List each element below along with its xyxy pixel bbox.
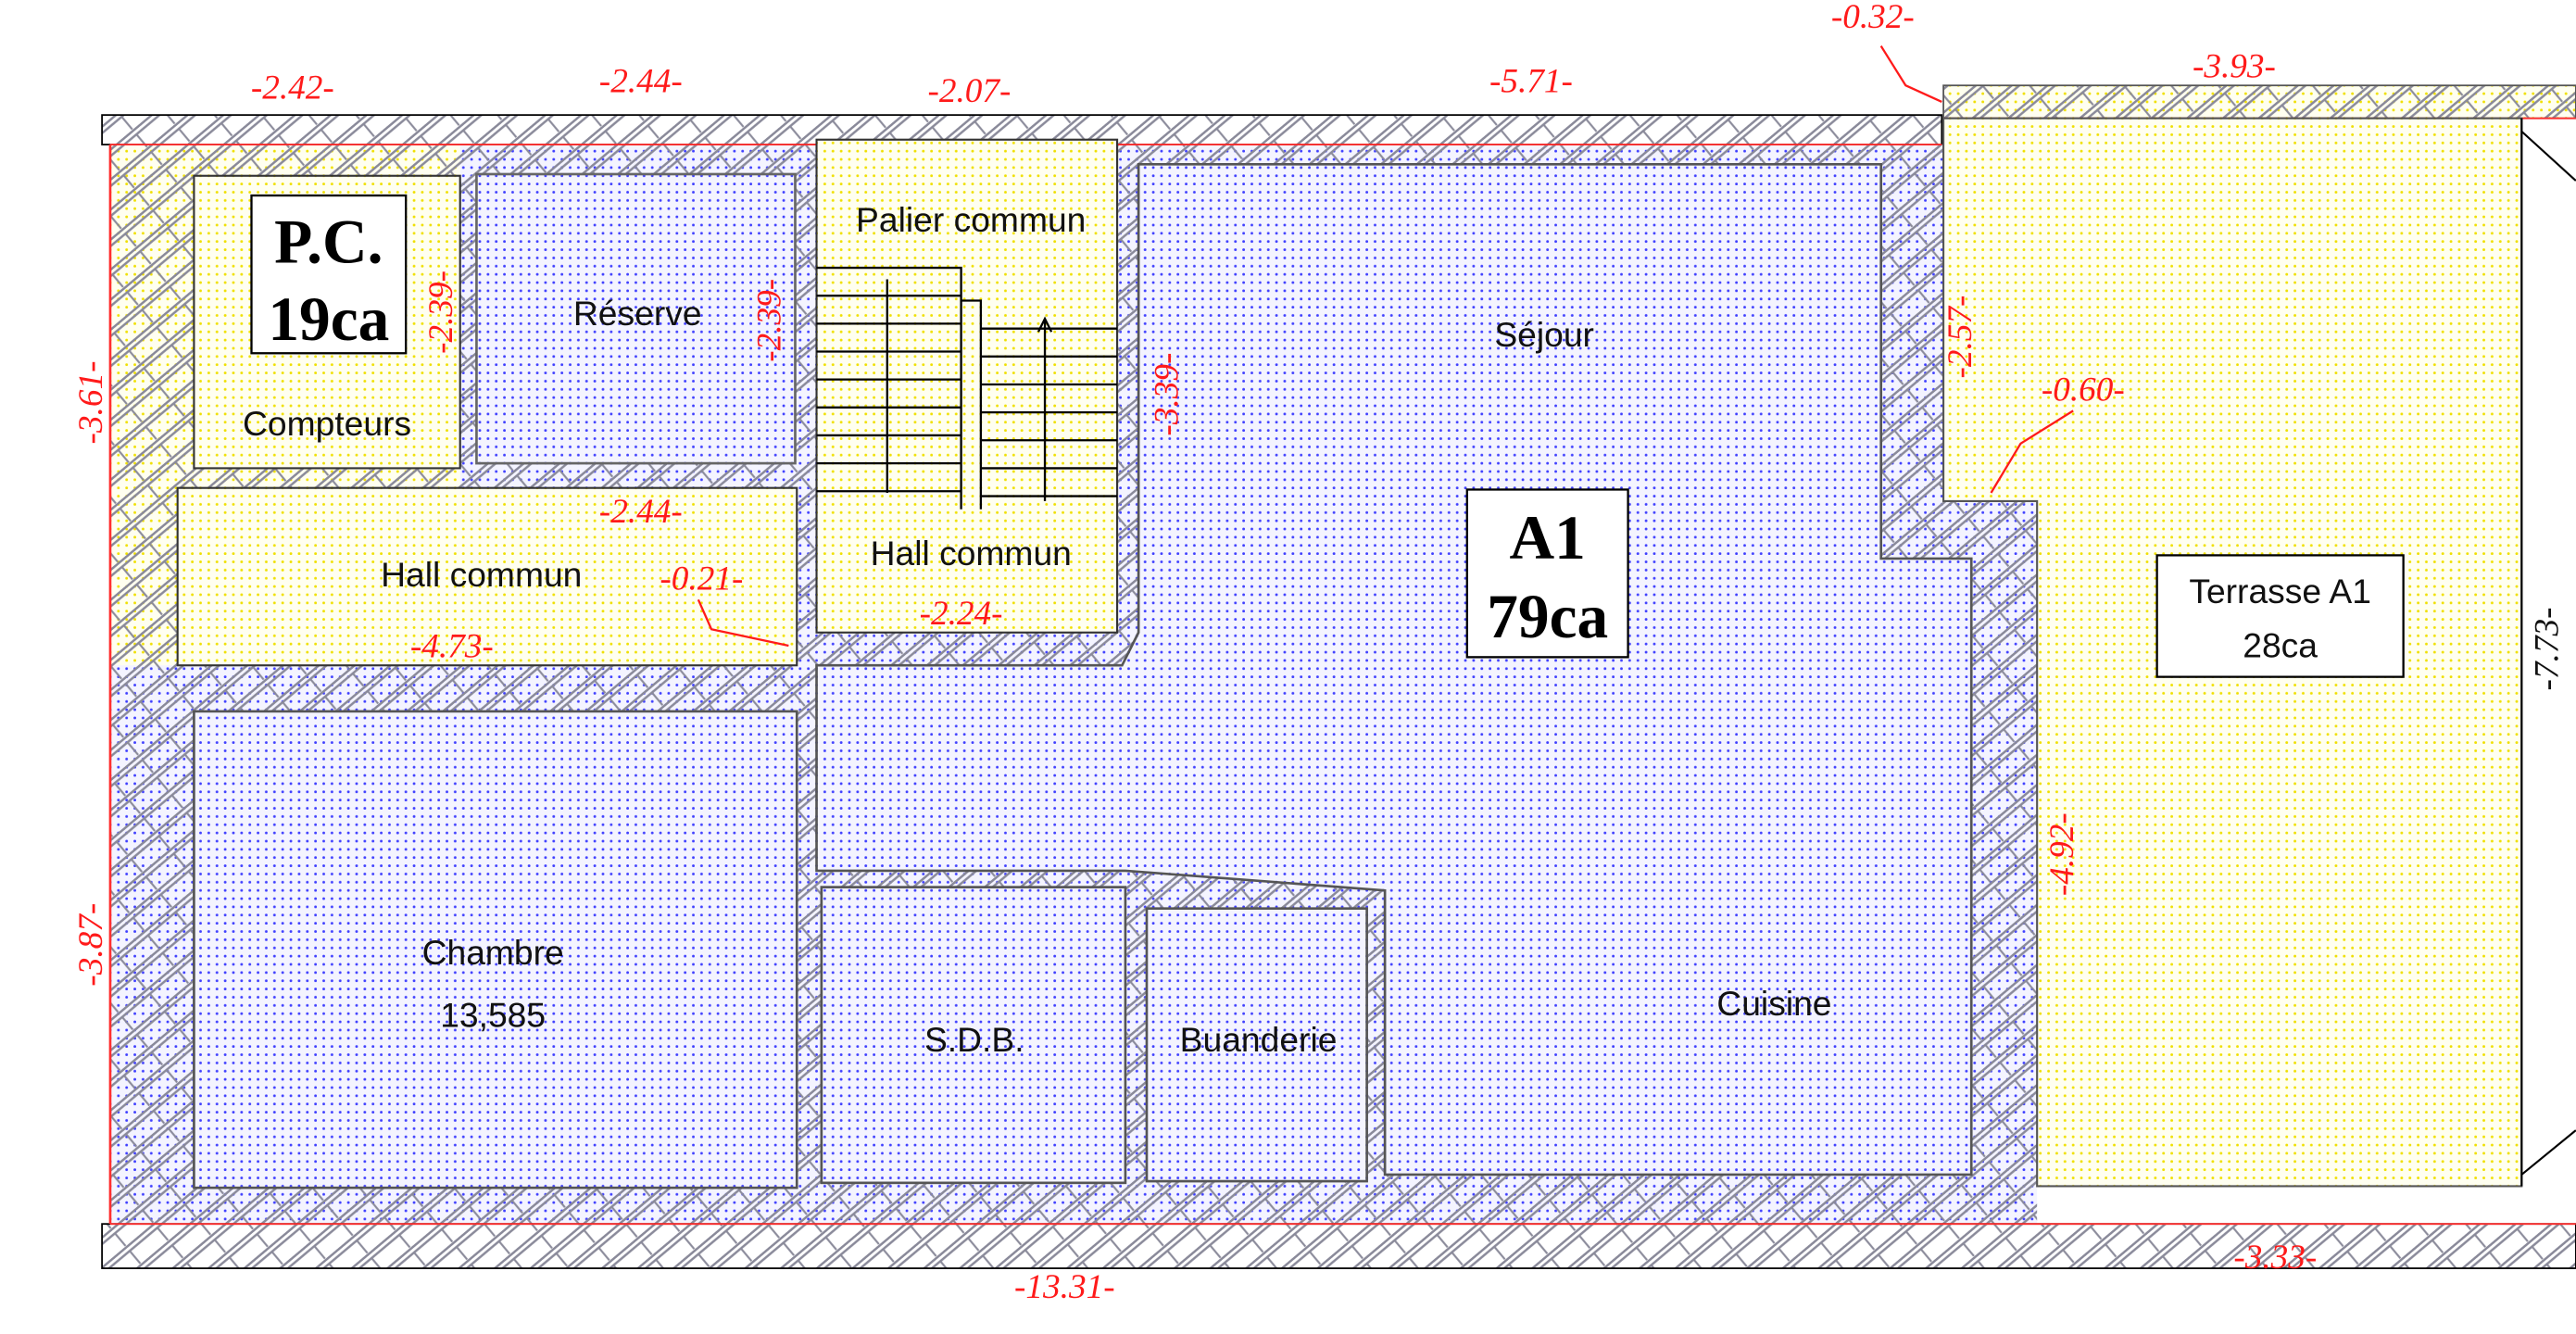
label-buanderie: Buanderie — [1180, 1020, 1338, 1059]
room-sejour-cuisine — [815, 163, 1973, 1177]
label-chambre-area: 13,585 — [440, 995, 546, 1034]
dim-top-2: -2.44- — [599, 62, 683, 100]
dim-hall-offset: -0.21- — [660, 560, 743, 598]
dim-bottom-1: -13.31- — [1014, 1268, 1115, 1306]
pc-label-box — [250, 194, 408, 355]
dim-bottom-2: -3.33- — [2233, 1239, 2317, 1277]
label-compteurs: Compteurs — [243, 404, 411, 443]
top-offset-arrow — [1879, 45, 1942, 104]
label-terrasse-area: 28ca — [2243, 625, 2318, 664]
label-hall-commun-right: Hall commun — [871, 534, 1072, 573]
dim-hall-width: -4.73- — [410, 627, 494, 665]
a1-title: A1 — [1510, 503, 1586, 573]
terrace-edge — [2520, 118, 2576, 1187]
dim-top-3: -2.07- — [927, 72, 1011, 110]
room-sdb — [820, 886, 1127, 1185]
label-palier-commun: Palier commun — [856, 200, 1086, 239]
dim-reserve-height: -2.39- — [751, 279, 789, 362]
dim-sejour-height: -2.57- — [1941, 296, 1979, 379]
label-chambre: Chambre — [422, 933, 564, 972]
dim-cuisine-height: -4.92- — [2043, 812, 2081, 896]
dim-top-4: -5.71- — [1489, 62, 1573, 100]
dim-top-6: -3.93- — [2193, 47, 2276, 85]
staircase — [816, 266, 1118, 510]
label-sejour: Séjour — [1494, 315, 1594, 354]
dim-pc-height: -2.39- — [422, 271, 460, 354]
a1-area: 79ca — [1487, 582, 1608, 651]
dim-stair-height: -3.39- — [1149, 353, 1187, 436]
room-hall-commun-left — [176, 486, 798, 667]
dimensions: -2.42- -2.44- -2.07- -5.71- -0.32- -3.93… — [72, 0, 2566, 1306]
label-terrasse: Terrasse A1 — [2189, 572, 2371, 610]
label-sdb: S.D.B. — [924, 1020, 1024, 1059]
room-buanderie — [1145, 907, 1368, 1183]
label-hall-commun-left: Hall commun — [381, 555, 582, 594]
step-arrow — [1990, 409, 2074, 494]
dim-step: -0.60- — [2042, 371, 2125, 409]
dim-left-2: -3.87- — [72, 903, 110, 987]
label-cuisine: Cuisine — [1716, 984, 1831, 1023]
room-palier-commun — [815, 138, 1119, 634]
dim-hall2-width: -2.24- — [920, 595, 1003, 633]
terrasse-label-box — [2155, 554, 2405, 678]
a1-label-box — [1465, 488, 1629, 659]
label-reserve: Réserve — [573, 294, 702, 333]
dim-hall-top: -2.44- — [599, 493, 683, 531]
dim-top-1: -2.42- — [251, 69, 334, 107]
dim-terrace-height: -7.73- — [2528, 608, 2566, 691]
room-reserve — [475, 172, 797, 465]
dim-top-5: -0.32- — [1831, 0, 1915, 36]
dim-left-1: -3.61- — [72, 360, 110, 444]
hall-offset-arrow — [697, 598, 789, 648]
room-chambre — [193, 710, 798, 1189]
pc-area: 19ca — [268, 284, 389, 354]
pc-title: P.C. — [274, 208, 383, 277]
